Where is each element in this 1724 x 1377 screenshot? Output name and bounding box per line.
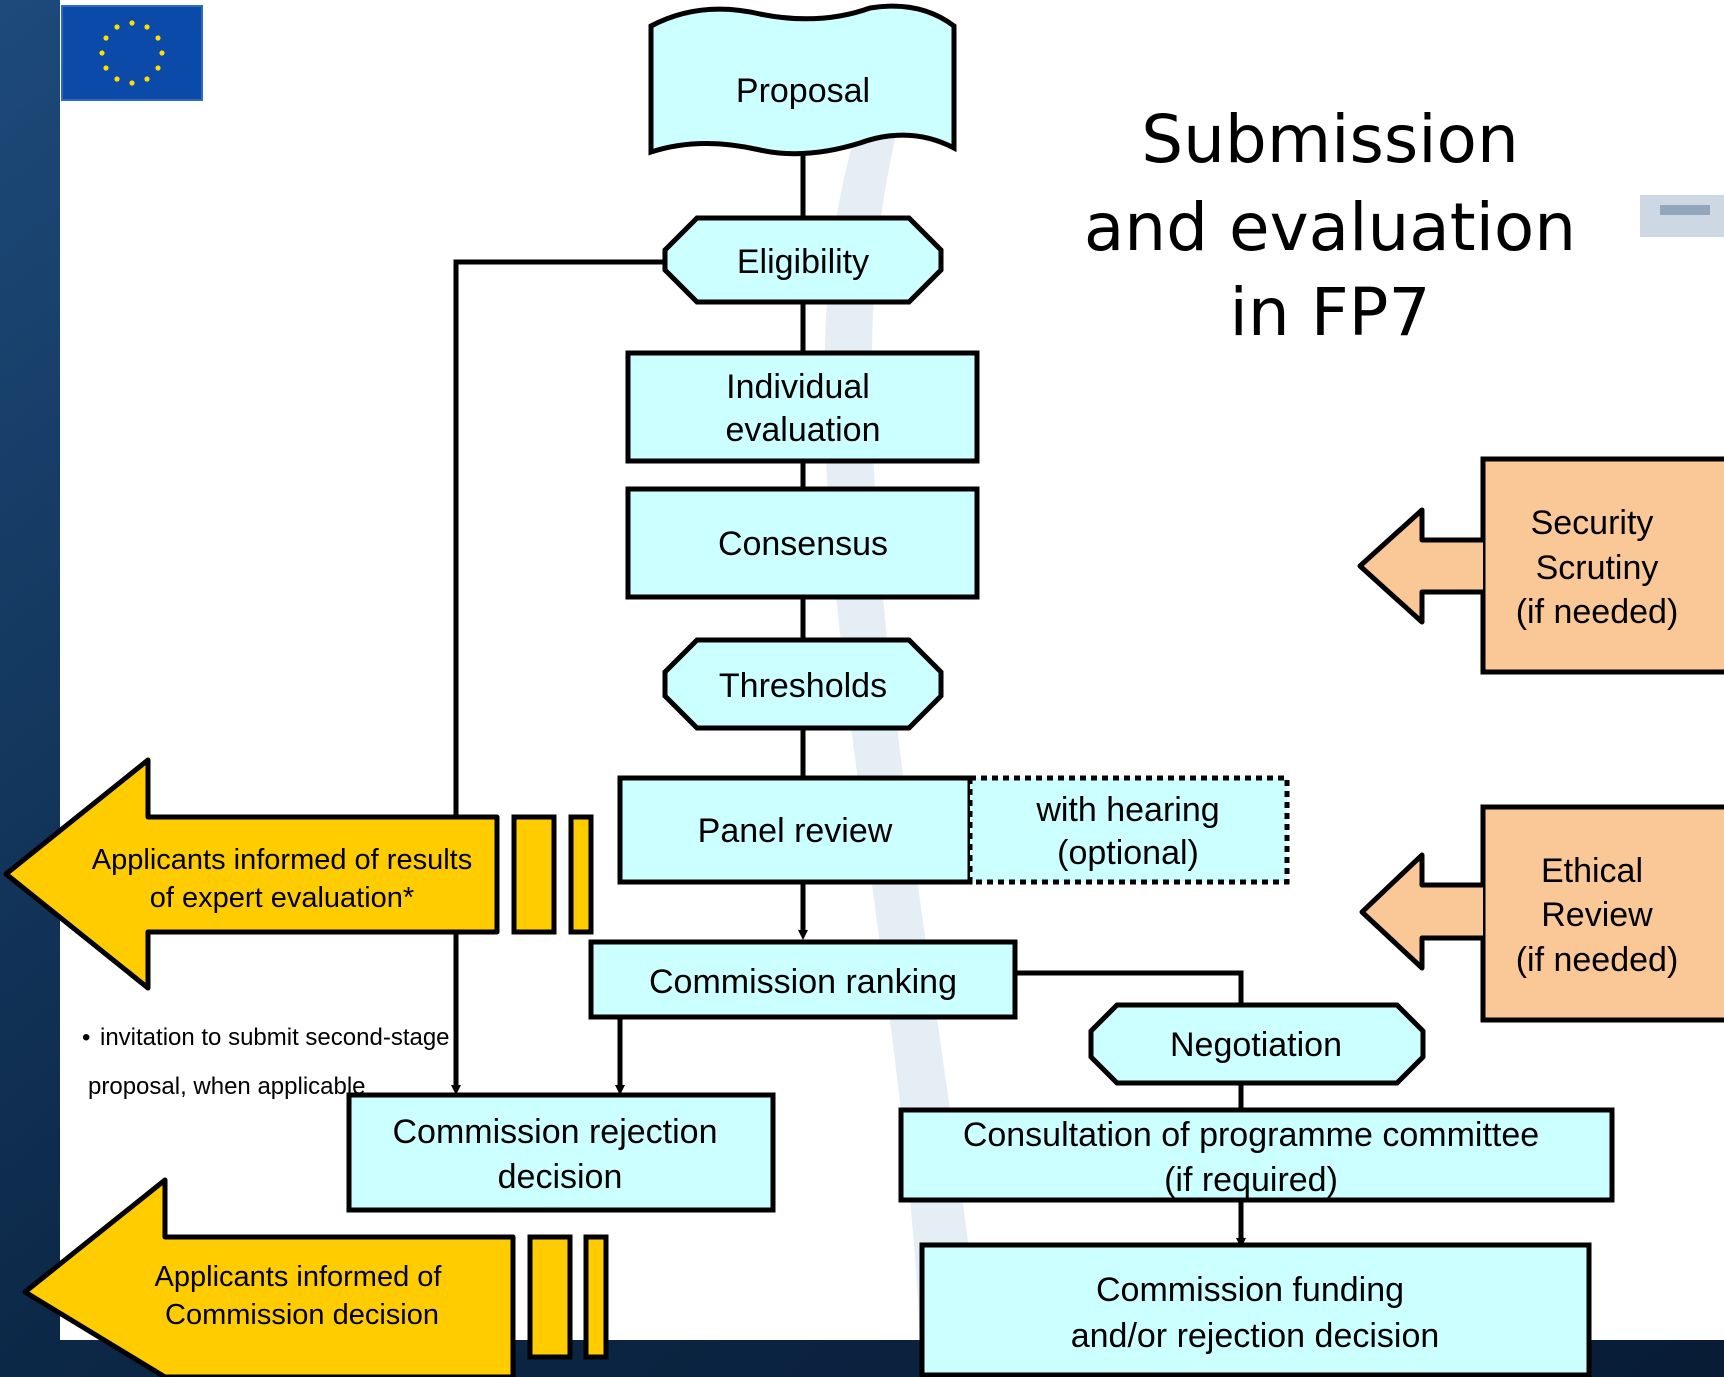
- funding-decision-line-2: and/or rejection decision: [1071, 1317, 1440, 1355]
- flag-star: [103, 35, 109, 41]
- thresholds-label: Thresholds: [719, 667, 887, 705]
- flag-star: [129, 20, 135, 26]
- ethical-line-2: Review: [1541, 896, 1653, 934]
- rejection-decision-node: Commission rejection decision: [346, 1092, 776, 1213]
- ethical-line-1: Ethical: [1541, 852, 1643, 890]
- flag-star: [159, 50, 165, 56]
- eligibility-label: Eligibility: [737, 243, 869, 281]
- ethical-line-3: (if needed): [1516, 941, 1679, 979]
- security-line-2: Scrutiny: [1536, 549, 1659, 587]
- flag-star: [155, 35, 161, 41]
- expert-results-arrow: Applicants informed of results of expert…: [3, 757, 594, 991]
- ineligible-arrow: [451, 259, 665, 1095]
- eu-flag-icon: [61, 5, 203, 101]
- commission-decision-arrow: Applicants informed of Commission decisi…: [22, 1177, 609, 1377]
- bar-marker: [568, 814, 594, 935]
- commission-decision-line-2: Commission decision: [165, 1299, 439, 1331]
- bar-marker: [583, 1234, 609, 1360]
- title-line-3: in FP7: [1230, 274, 1431, 351]
- flag-star: [144, 24, 150, 30]
- rejection-decision-line-2: decision: [498, 1158, 623, 1196]
- commission-ranking-node: Commission ranking: [588, 939, 1018, 1020]
- funding-decision-node: Commission funding and/or rejection deci…: [919, 1242, 1592, 1377]
- proposal-node: Proposal: [648, 3, 957, 157]
- security-line-1: Security: [1531, 504, 1654, 542]
- hearing-line-1: with hearing: [1035, 791, 1219, 829]
- eligibility-node: Eligibility: [662, 215, 944, 305]
- flag-star: [129, 80, 135, 86]
- proposal-label: Proposal: [736, 72, 870, 110]
- bar-marker: [527, 1234, 573, 1360]
- consensus-label: Consensus: [718, 525, 888, 563]
- flag-star: [155, 65, 161, 71]
- commission-ranking-label: Commission ranking: [649, 963, 957, 1001]
- flag-star: [114, 76, 120, 82]
- hearing-line-2: (optional): [1057, 834, 1199, 872]
- flag-star: [103, 65, 109, 71]
- footnote-line-2: proposal, when applicable: [88, 1073, 366, 1100]
- title-line-2: and evaluation: [1084, 189, 1576, 266]
- consultation-line-2: (if required): [1164, 1161, 1338, 1199]
- footnote: • invitation to submit second-stage prop…: [82, 1024, 450, 1100]
- thresholds-node: Thresholds: [662, 637, 944, 731]
- funding-decision-line-1: Commission funding: [1096, 1271, 1404, 1309]
- flag-star: [114, 24, 120, 30]
- commission-decision-line-1: Applicants informed of: [155, 1261, 443, 1293]
- individual-evaluation-line-1: Individual: [726, 368, 870, 406]
- bar-marker: [511, 814, 557, 935]
- panel-review-node: Panel review: [617, 775, 973, 885]
- ethical-review-arrow: Ethical Review (if needed): [1359, 804, 1724, 1023]
- hearing-node: with hearing (optional): [967, 775, 1290, 885]
- rejection-decision-line-1: Commission rejection: [393, 1113, 718, 1151]
- page-title: Submission and evaluation in FP7: [1084, 101, 1576, 351]
- negotiation-label: Negotiation: [1170, 1026, 1342, 1064]
- footnote-bullet: •: [82, 1024, 90, 1051]
- footnote-line-1: invitation to submit second-stage: [100, 1024, 450, 1051]
- expert-results-line-1: Applicants informed of results: [92, 844, 472, 876]
- individual-evaluation-line-2: evaluation: [725, 411, 880, 449]
- individual-evaluation-node: Individual evaluation: [625, 350, 980, 464]
- title-line-1: Submission: [1141, 101, 1519, 178]
- flag-star: [99, 50, 105, 56]
- partner-logo-icon: [1640, 195, 1724, 237]
- consultation-line-1: Consultation of programme committee: [963, 1116, 1539, 1154]
- expert-results-line-2: of expert evaluation*: [150, 882, 414, 914]
- security-scrutiny-arrow: Security Scrutiny (if needed): [1357, 456, 1724, 675]
- consultation-node: Consultation of programme committee (if …: [898, 1107, 1615, 1203]
- flag-star: [144, 76, 150, 82]
- negotiation-node: Negotiation: [1088, 1002, 1426, 1086]
- consensus-node: Consensus: [625, 486, 980, 600]
- panel-review-label: Panel review: [698, 812, 893, 850]
- security-line-3: (if needed): [1516, 593, 1679, 631]
- ranking-to-negotiation: [1015, 970, 1244, 1005]
